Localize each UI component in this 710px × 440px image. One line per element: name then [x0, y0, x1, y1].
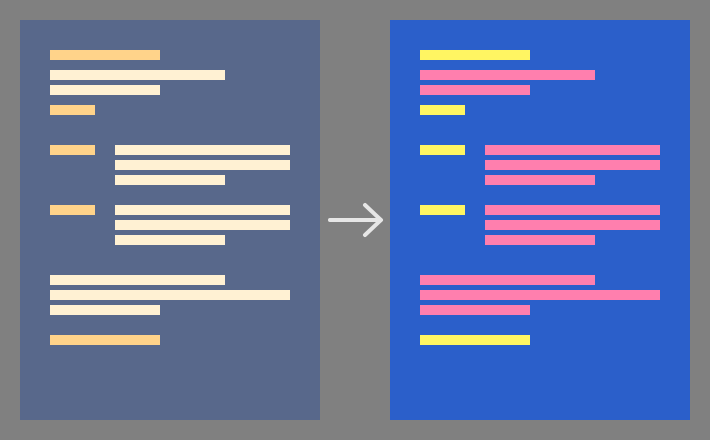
styled-text-line	[420, 305, 530, 315]
styled-text-line	[485, 160, 660, 170]
source-heading-line	[50, 335, 160, 345]
styled-text-line	[420, 70, 595, 80]
source-heading-line	[50, 205, 95, 215]
styled-heading-line	[420, 145, 465, 155]
source-text-line	[50, 305, 160, 315]
styled-text-line	[420, 85, 530, 95]
source-text-line	[50, 85, 160, 95]
styled-text-line	[485, 175, 595, 185]
styled-text-line	[420, 290, 660, 300]
styled-text-line	[485, 235, 595, 245]
source-text-line	[50, 70, 225, 80]
source-heading-line	[50, 105, 95, 115]
source-text-line	[50, 290, 290, 300]
source-text-line	[50, 275, 225, 285]
styled-document-panel	[390, 20, 690, 420]
arrow-right-icon	[328, 203, 383, 237]
styled-text-line	[485, 205, 660, 215]
source-text-line	[115, 205, 290, 215]
source-text-line	[115, 220, 290, 230]
source-text-line	[115, 145, 290, 155]
source-heading-line	[50, 145, 95, 155]
source-text-line	[115, 160, 290, 170]
source-document-panel	[20, 20, 320, 420]
styled-text-line	[420, 275, 595, 285]
styled-heading-line	[420, 205, 465, 215]
styled-text-line	[485, 220, 660, 230]
styled-heading-line	[420, 105, 465, 115]
source-text-line	[115, 235, 225, 245]
styled-heading-line	[420, 335, 530, 345]
source-text-line	[115, 175, 225, 185]
styled-heading-line	[420, 50, 530, 60]
styled-text-line	[485, 145, 660, 155]
source-heading-line	[50, 50, 160, 60]
